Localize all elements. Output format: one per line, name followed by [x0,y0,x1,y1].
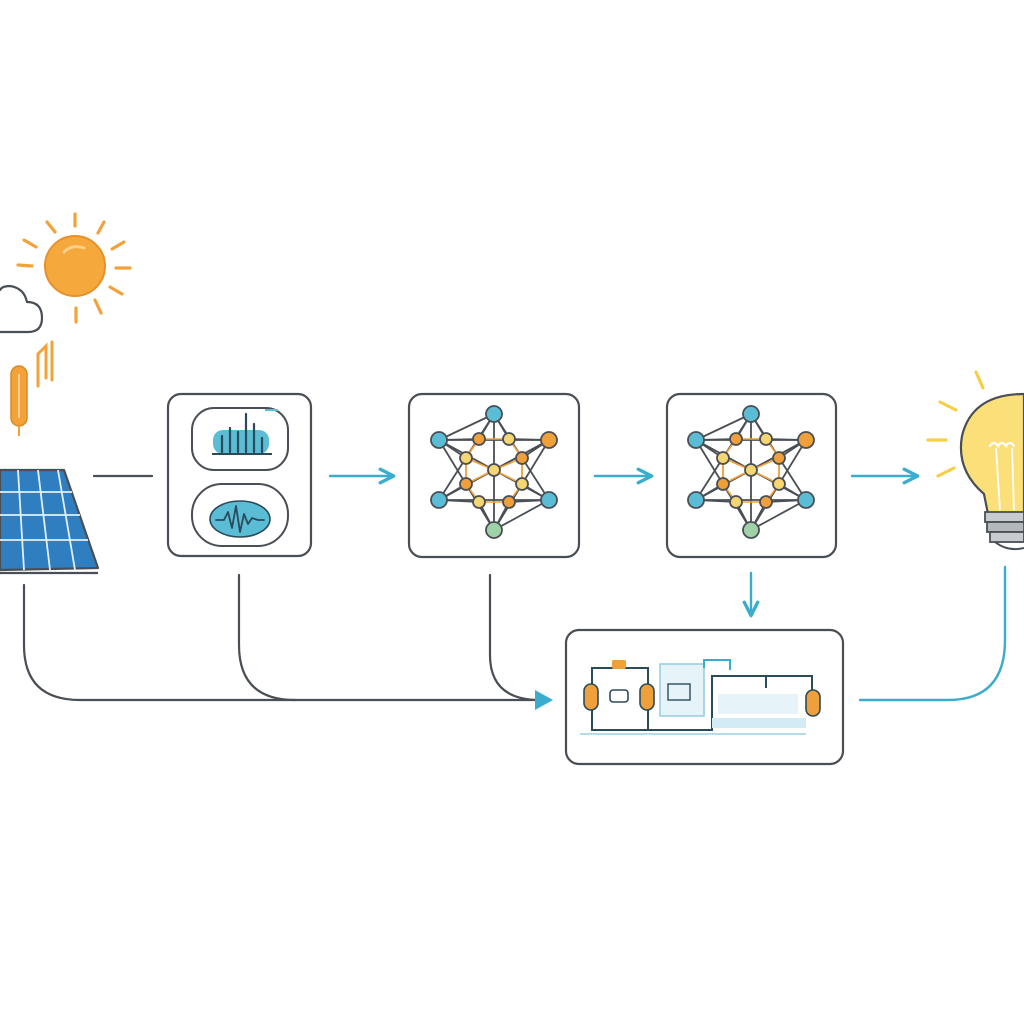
neural-network-icon [430,405,558,539]
network-node [472,432,486,446]
network-node [502,495,516,509]
cloud-icon [0,284,44,334]
network-node [540,491,558,509]
network-node [487,463,501,477]
network-node [485,521,503,539]
thermometer-icon [10,340,54,436]
controller-module [564,628,845,766]
sun-icon [16,212,132,324]
network-node [515,451,529,465]
network-node [485,405,503,423]
network-node [744,463,758,477]
network-node [797,431,815,449]
network-node [716,451,730,465]
network-node [716,477,730,491]
network-node [759,432,773,446]
neural-network-module-2 [665,392,838,559]
network-node [540,431,558,449]
bar-chart-icon [212,412,272,455]
network-node [430,431,448,449]
network-node [729,495,743,509]
network-edge [695,413,752,441]
panel-feed-line [22,583,542,702]
sensor-module [166,392,313,558]
network-node [742,405,760,423]
network-node [515,477,529,491]
network-edge [493,499,550,531]
network-edge [750,499,807,531]
network-node [687,491,705,509]
network-node [772,477,786,491]
network-node [772,451,786,465]
network-node [729,432,743,446]
flow-arrows [328,467,1007,702]
circuit-to-bulb-line [858,565,1007,702]
network-node [459,451,473,465]
feed-arrowhead [535,690,553,710]
waveform-icon [209,500,271,538]
solar-panel-icon [0,468,100,575]
network-node [759,495,773,509]
network-node [742,521,760,539]
network-node [502,432,516,446]
network1-feed-line [488,573,542,702]
sensor-feed-line [237,573,297,702]
network-edge [438,413,495,441]
connector-lines [22,474,542,702]
circuit-board-icon [580,659,821,735]
neural-network-module-1 [407,392,581,559]
network-node [797,491,815,509]
network-node [687,431,705,449]
neural-network-icon [687,405,815,539]
network-node [459,477,473,491]
network-node [430,491,448,509]
light-bulb-icon [926,370,1024,551]
network-node [472,495,486,509]
